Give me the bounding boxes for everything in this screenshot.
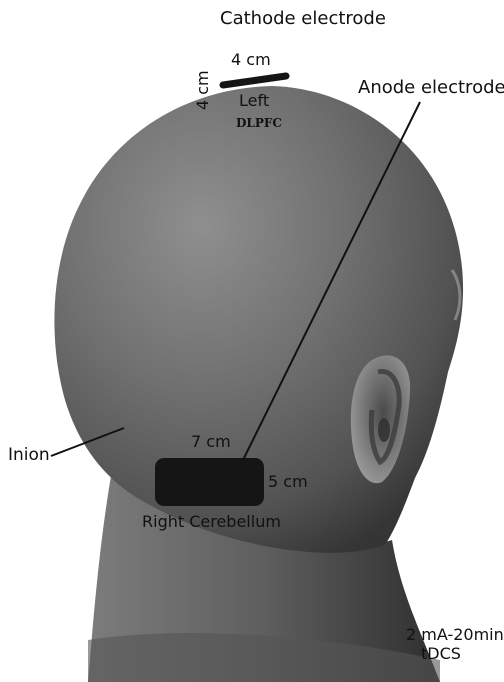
cathode-height-label: 4 cm: [195, 70, 211, 110]
left-hemisphere-label: Left: [239, 93, 269, 109]
protocol-dose-label: 2 mA-20min: [406, 627, 504, 643]
anode-electrode: [155, 458, 264, 506]
cathode-electrode-label: Cathode electrode: [220, 10, 386, 28]
protocol-method-label: tDCS: [421, 646, 461, 662]
cathode-width-label: 4 cm: [231, 52, 271, 68]
anode-width-label: 7 cm: [191, 434, 231, 450]
anode-height-label: 5 cm: [268, 474, 308, 490]
anode-electrode-label: Anode electrode: [358, 79, 504, 97]
inion-label: Inion: [8, 447, 50, 464]
right-cerebellum-label: Right Cerebellum: [142, 514, 281, 530]
cathode-electrode: [223, 76, 286, 85]
dlpfc-label: DLPFC: [236, 117, 282, 129]
